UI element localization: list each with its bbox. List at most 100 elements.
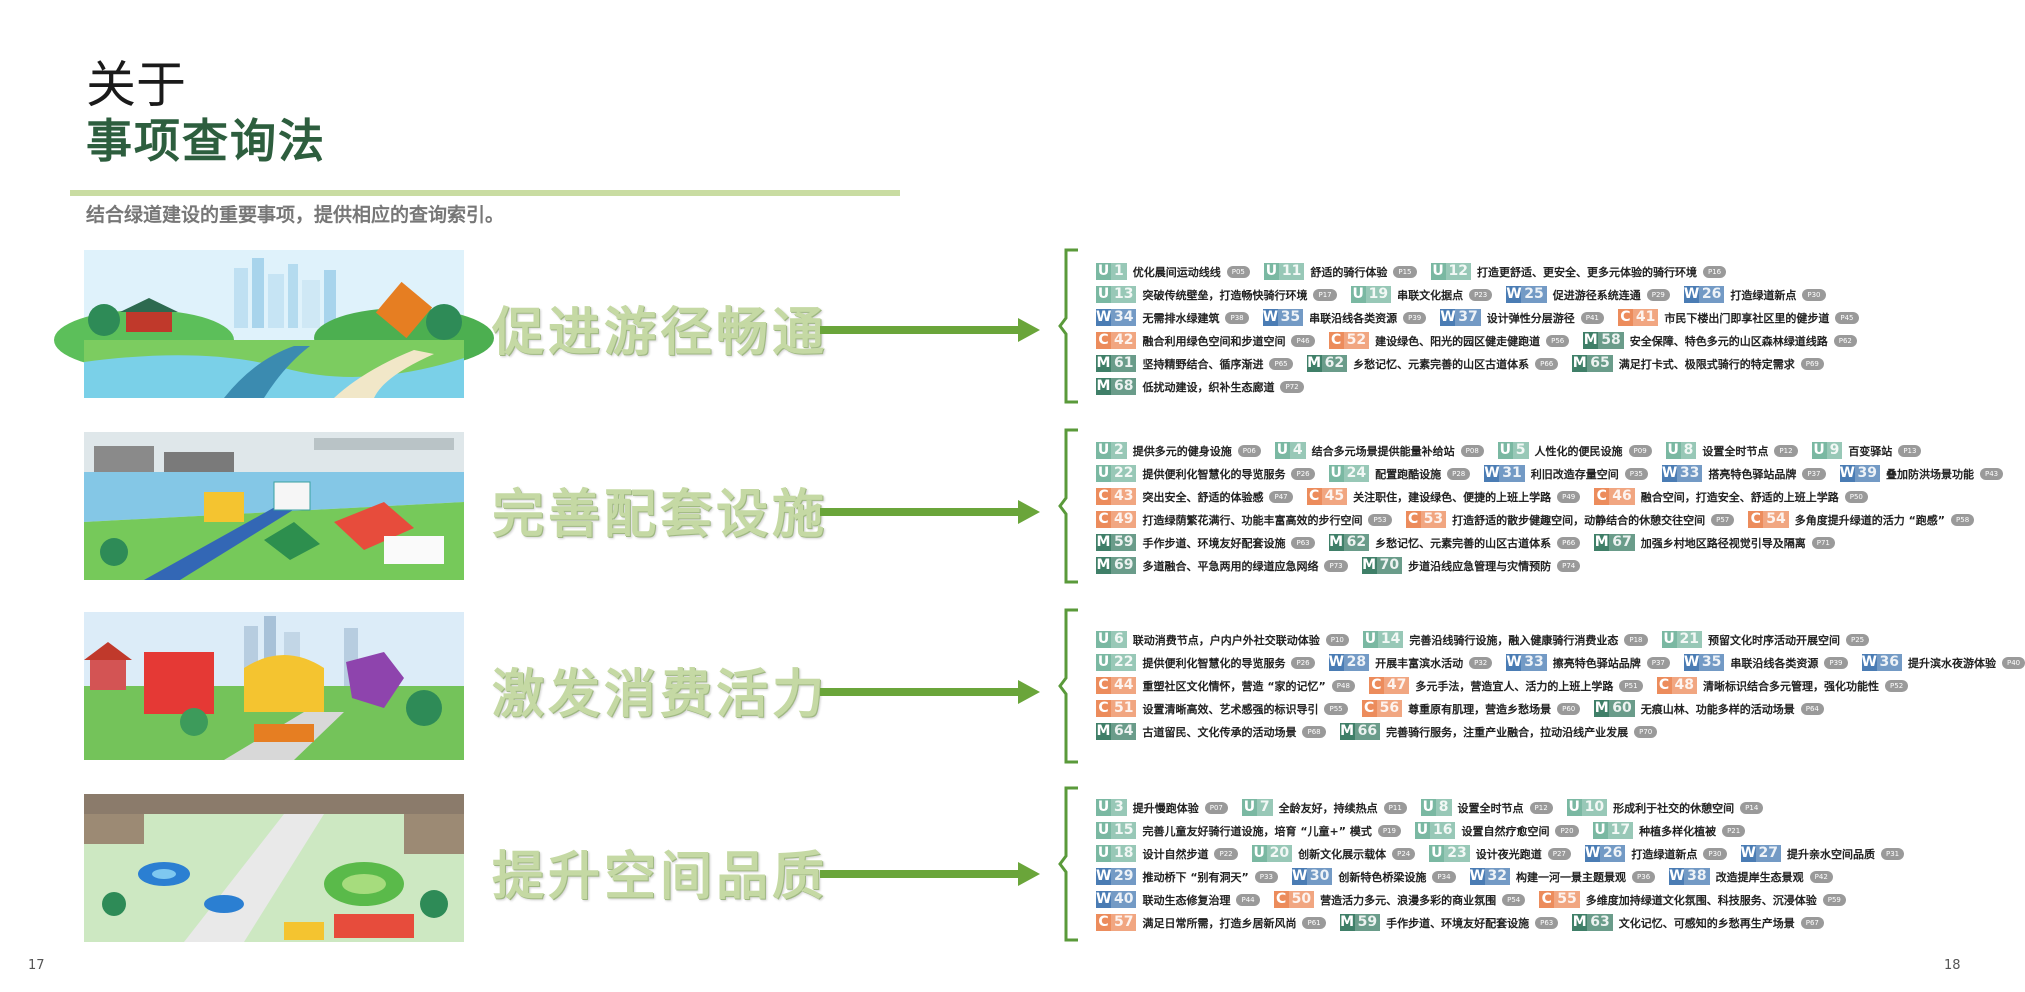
page-reference-tag[interactable]: P20	[1555, 824, 1579, 837]
page-reference-tag[interactable]: P47	[1269, 490, 1293, 503]
page-reference-tag[interactable]: P73	[1324, 559, 1348, 572]
page-reference-tag[interactable]: P54	[1502, 893, 1526, 906]
page-reference-tag[interactable]: P12	[1529, 801, 1553, 814]
page-reference-tag[interactable]: P52	[1885, 679, 1909, 692]
page-reference-tag[interactable]: P41	[1580, 311, 1604, 324]
page-reference-tag[interactable]: P67	[1800, 916, 1824, 929]
page-reference-tag[interactable]: P40	[2001, 656, 2025, 669]
page-reference-tag[interactable]: P50	[1844, 490, 1868, 503]
page-reference-tag[interactable]: P72	[1280, 380, 1304, 393]
page-reference-tag[interactable]: P17	[1313, 288, 1337, 301]
page-reference-tag[interactable]: P33	[1254, 870, 1278, 883]
page-reference-tag[interactable]: P24	[1392, 847, 1416, 860]
page-reference-tag[interactable]: P43	[1979, 467, 2004, 480]
page-reference-tag[interactable]: P44	[1236, 893, 1260, 906]
page-reference-tag[interactable]: P28	[1447, 467, 1471, 480]
page-reference-tag[interactable]: P39	[1403, 311, 1427, 324]
page-reference-tag[interactable]: P64	[1800, 702, 1824, 715]
page-reference-tag[interactable]: P14	[1740, 801, 1764, 814]
page-reference-tag[interactable]: P07	[1204, 801, 1228, 814]
page-reference-tag[interactable]: P57	[1711, 513, 1735, 526]
page-reference-tag[interactable]: P39	[1824, 656, 1848, 669]
page-reference-tag[interactable]: P68	[1302, 725, 1326, 738]
page-reference-tag[interactable]: P36	[1632, 870, 1656, 883]
page-reference-tag[interactable]: P22	[1214, 847, 1238, 860]
page-reference-tag[interactable]: P18	[1624, 633, 1648, 646]
page-reference-tag[interactable]: P74	[1557, 559, 1581, 572]
page-reference-tag[interactable]: P21	[1722, 824, 1746, 837]
page-reference-tag[interactable]: P65	[1269, 357, 1293, 370]
page-reference-tag[interactable]: P27	[1547, 847, 1571, 860]
page-reference-tag[interactable]: P34	[1432, 870, 1456, 883]
page-reference-tag[interactable]: P29	[1646, 288, 1670, 301]
page-reference-tag[interactable]: P58	[1951, 513, 1975, 526]
page-reference-tag[interactable]: P26	[1291, 656, 1315, 669]
page-reference-tag[interactable]: P61	[1302, 916, 1326, 929]
page-reference-tag[interactable]: P59	[1822, 893, 1846, 906]
page-reference-tag[interactable]: P46	[1291, 334, 1315, 347]
page-reference-tag[interactable]: P30	[1802, 288, 1826, 301]
page-reference-tag[interactable]: P11	[1383, 801, 1407, 814]
page-reference-tag[interactable]: P63	[1535, 916, 1559, 929]
page-reference-tag[interactable]: P70	[1634, 725, 1658, 738]
page-reference-tag[interactable]: P32	[1469, 656, 1493, 669]
page-reference-tag[interactable]: P53	[1368, 513, 1392, 526]
page-reference-tag[interactable]: P38	[1225, 311, 1249, 324]
page-reference-tag[interactable]: P51	[1619, 679, 1643, 692]
page-reference-tag[interactable]: P62	[1833, 334, 1857, 347]
page-reference-tag[interactable]: P19	[1377, 824, 1401, 837]
page-reference-tag[interactable]: P08	[1460, 444, 1484, 457]
page-reference-tag[interactable]: P26	[1291, 467, 1315, 480]
page-reference-tag[interactable]: P66	[1535, 357, 1559, 370]
page-reference-tag[interactable]: P37	[1802, 467, 1826, 480]
